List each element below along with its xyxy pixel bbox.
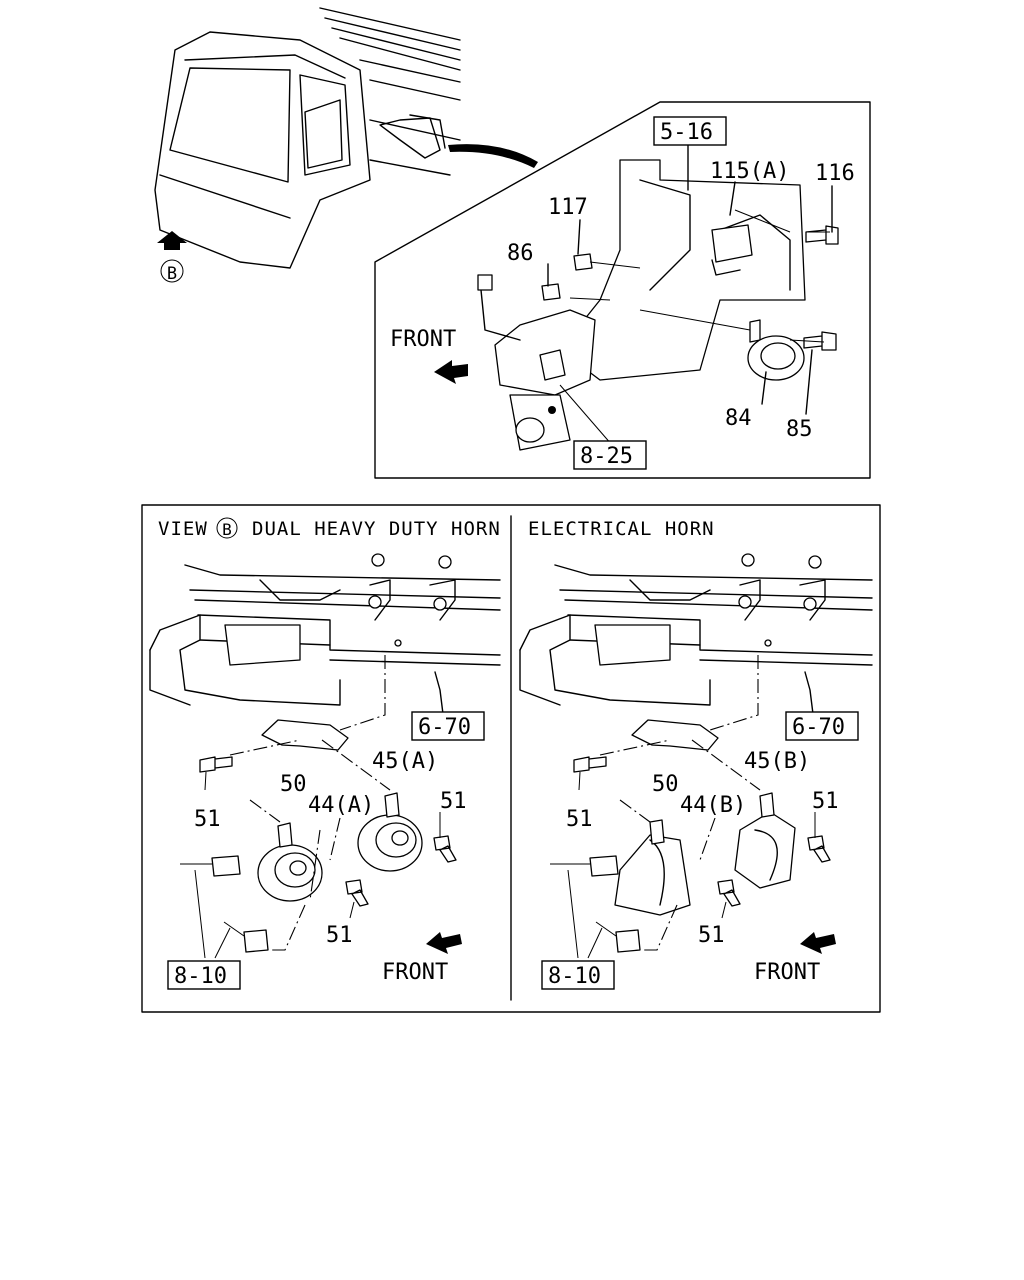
connector-icon — [589, 855, 619, 877]
part-51-bolt — [807, 835, 831, 863]
ref-label: 6-70 — [792, 715, 845, 740]
detail-frame — [374, 101, 871, 479]
view-b-marker-label: B — [167, 264, 177, 284]
view-b-marker-circle — [216, 517, 238, 539]
part-label: 44(B) — [680, 793, 746, 818]
part-label: 51 — [812, 789, 839, 814]
part-label: 51 — [698, 923, 725, 948]
part-44a-horn — [257, 822, 323, 902]
ref-box-6-70 — [411, 711, 485, 741]
part-51-bolt — [345, 879, 369, 907]
chassis-frame-left — [149, 553, 501, 731]
view-label: VIEW — [158, 518, 208, 540]
part-44b-horn — [614, 819, 691, 916]
part-50-bracket — [631, 719, 719, 751]
part-50-bracket — [261, 719, 349, 751]
part-86-nut — [541, 283, 561, 301]
part-label: 50 — [280, 772, 307, 797]
part-84-horn — [747, 319, 805, 381]
front-arrow-icon — [426, 932, 462, 954]
view-b-marker-circle — [160, 259, 184, 283]
chassis-bracket-illustration — [477, 159, 806, 451]
front-label: FRONT — [382, 960, 448, 985]
part-label: 116 — [815, 161, 855, 186]
truck-cab-illustration — [154, 7, 461, 269]
ref-box-6-70 — [785, 711, 859, 741]
part-label: 51 — [566, 807, 593, 832]
ref-box-8-10 — [541, 960, 615, 990]
part-label: 51 — [326, 923, 353, 948]
ref-label: 8-10 — [548, 964, 601, 989]
part-label: 51 — [194, 807, 221, 832]
ref-box-8-25 — [573, 440, 647, 470]
part-51-bolt — [199, 756, 233, 773]
part-label: 51 — [440, 789, 467, 814]
ref-box-5-16 — [653, 116, 727, 146]
ref-label: 5-16 — [660, 120, 713, 145]
part-45a-horn — [357, 792, 423, 872]
part-117-nut — [573, 253, 593, 271]
part-51-bolt — [433, 835, 457, 863]
part-label: 45(A) — [372, 749, 438, 774]
ref-box-8-10 — [167, 960, 241, 990]
front-arrow-icon — [800, 932, 836, 954]
part-label: 117 — [548, 195, 588, 220]
ref-label: 6-70 — [418, 715, 471, 740]
part-116-bolt — [805, 225, 839, 245]
ref-label: 8-10 — [174, 964, 227, 989]
bottom-frame — [141, 504, 881, 1013]
connector-icon — [211, 855, 241, 877]
front-label: FRONT — [390, 327, 456, 352]
part-label: 44(A) — [308, 793, 374, 818]
part-51-bolt — [573, 756, 607, 773]
front-arrow-icon — [434, 360, 468, 384]
front-label: FRONT — [754, 960, 820, 985]
panel-title: ELECTRICAL HORN — [528, 518, 715, 540]
part-label: 50 — [652, 772, 679, 797]
part-85-bolt — [803, 331, 837, 351]
view-b-marker-label: B — [222, 520, 232, 539]
part-label: 84 — [725, 406, 752, 431]
part-label: 85 — [786, 417, 813, 442]
chassis-frame-right — [519, 553, 873, 731]
part-label: 115(A) — [710, 159, 789, 184]
connector-icon — [615, 929, 641, 953]
part-label: 45(B) — [744, 749, 810, 774]
panel-title: DUAL HEAVY DUTY HORN — [252, 518, 501, 540]
part-45b-horn — [734, 792, 796, 889]
view-b-arrow-icon — [157, 231, 187, 250]
curved-leader-arrow — [448, 144, 538, 168]
connector-icon — [243, 929, 269, 953]
part-51-bolt — [717, 879, 741, 907]
ref-label: 8-25 — [580, 444, 633, 469]
part-label: 86 — [507, 241, 534, 266]
